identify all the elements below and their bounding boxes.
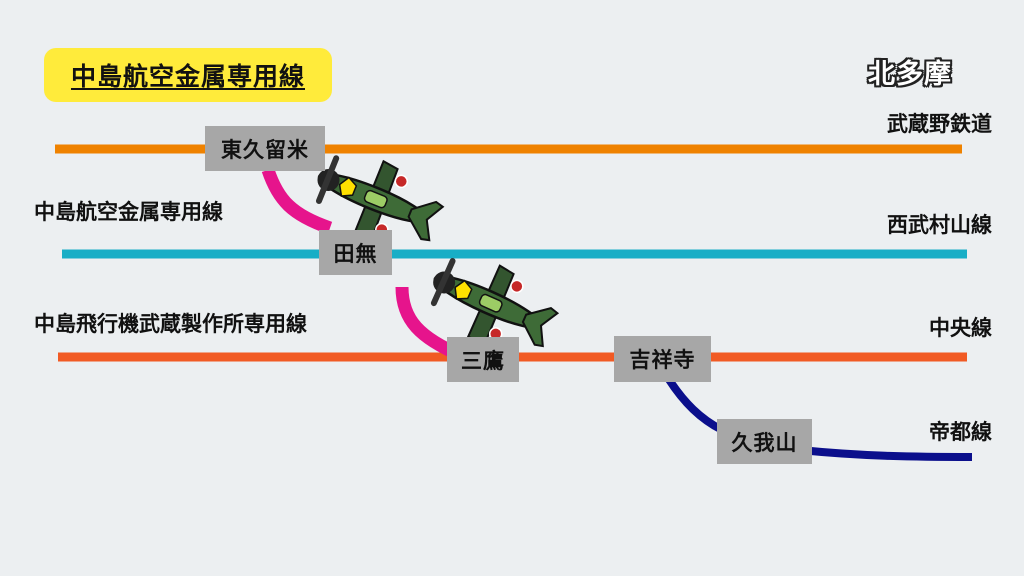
musashi-spur-label: 中島飛行機武蔵製作所専用線 [34, 312, 307, 336]
teito-line [664, 375, 973, 461]
title-badge: 中島航空金属専用線 [44, 48, 332, 102]
station-kugayama: 久我山 [717, 419, 812, 464]
kinzoku-spur-label: 中島航空金属専用線 [34, 200, 223, 224]
diagram-title: 中島航空金属専用線 [70, 62, 305, 91]
airplane-icon [315, 155, 445, 242]
station-tanashi: 田無 [319, 230, 392, 275]
station-higashikurume: 東久留米 [205, 126, 325, 171]
station-kichijoji: 吉祥寺 [614, 336, 711, 382]
seibu-murayama-line-label: 西武村山線 [887, 213, 992, 237]
chuo-line-label: 中央線 [929, 316, 992, 340]
station-mitaka: 三鷹 [447, 337, 519, 382]
airplane-icon [430, 258, 560, 348]
nakajima-kinzoku-spur [261, 167, 333, 235]
area-label: 北多摩 [868, 59, 952, 90]
teito-line-label: 帝都線 [929, 420, 992, 444]
musashino-line-label: 武蔵野鉄道 [887, 112, 992, 136]
